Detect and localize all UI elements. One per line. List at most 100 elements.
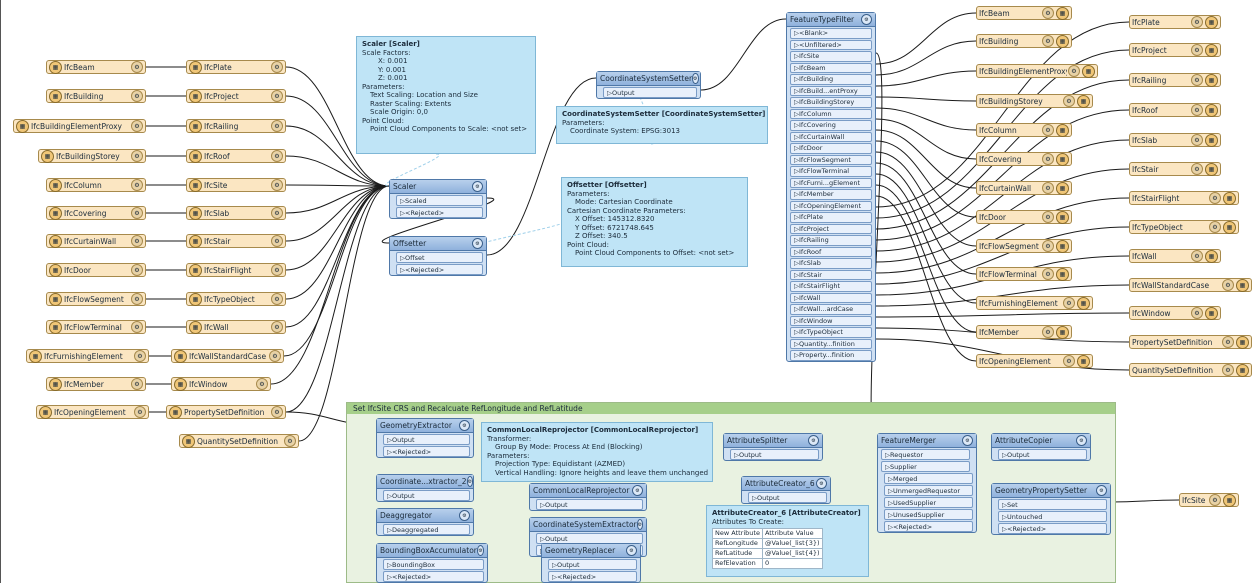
offsetter-transformer-port[interactable]: ▷ <Rejected> (396, 264, 483, 275)
gear-icon[interactable]: ⚙ (1063, 297, 1075, 309)
feature-type-filter-port[interactable]: ▷ IfcCovering (790, 120, 872, 131)
gear-icon[interactable]: ⚙ (692, 73, 699, 84)
connection[interactable] (875, 140, 977, 218)
attribute-creator-6[interactable]: AttributeCreator_6⚙▷ Output (741, 476, 831, 504)
bounding-box-accumulator[interactable]: BoundingBoxAccumulator⚙▷ BoundingBox▷ <R… (376, 543, 488, 583)
gear-icon[interactable]: ⚙ (1191, 16, 1203, 28)
feature-type-filter-port[interactable]: ▷ IfcWindow (790, 315, 872, 326)
gear-icon[interactable]: ⚙ (1191, 163, 1203, 175)
feature-type-filter-port[interactable]: ▷ Quantity...finition (790, 338, 872, 349)
reader-ifctypeobject[interactable]: ▦IfcTypeObject⚙ (186, 292, 286, 306)
feature-type-filter-port[interactable]: ▷ IfcProject (790, 223, 872, 234)
geometry-property-setter-port[interactable]: ▷ <Rejected> (998, 523, 1107, 534)
connection[interactable] (486, 77, 597, 256)
reader-ifcroof[interactable]: ▦IfcRoof⚙ (186, 149, 286, 163)
gear-icon[interactable]: ⚙ (271, 90, 283, 102)
gear-icon[interactable]: ⚙ (1042, 7, 1054, 19)
gear-icon[interactable]: ⚙ (459, 420, 470, 431)
connection[interactable] (875, 40, 977, 76)
gear-icon[interactable]: ⚙ (131, 150, 143, 162)
feature-type-filter-port[interactable]: ▷ IfcStair (790, 269, 872, 280)
gear-icon[interactable]: ⚙ (131, 235, 143, 247)
feature-type-filter-port[interactable]: ▷ IfcSite (790, 51, 872, 62)
connection[interactable] (285, 185, 390, 214)
reader-quantitysetdefinition[interactable]: ▦QuantitySetDefinition⚙ (179, 434, 299, 448)
reader-ifcwallstandardcase[interactable]: ▦IfcWallStandardCase⚙ (171, 349, 284, 363)
geometry-property-setter[interactable]: GeometryPropertySetter⚙▷ Set▷ Untouched▷… (991, 483, 1111, 535)
connection[interactable] (875, 109, 1130, 241)
reader-ifcfurnishingelement[interactable]: ▦IfcFurnishingElement⚙ (26, 349, 149, 363)
geometry-property-setter-port[interactable]: ▷ Set (998, 499, 1107, 510)
connection[interactable] (285, 185, 390, 242)
gear-icon[interactable]: ⚙ (1042, 326, 1054, 338)
reader-ifcbeam[interactable]: ▦IfcBeam⚙ (46, 60, 146, 74)
connection[interactable] (298, 185, 390, 442)
gear-icon[interactable]: ⚙ (271, 406, 283, 418)
attribute-splitter-port[interactable]: ▷ Output (730, 449, 819, 460)
feature-type-filter-port[interactable]: ▷ IfcBuild...entProxy (790, 85, 872, 96)
gear-icon[interactable]: ⚙ (1042, 35, 1054, 47)
connection[interactable] (875, 195, 977, 362)
reader-ifcbuildingstorey[interactable]: ▦IfcBuildingStorey⚙ (38, 149, 146, 163)
connection[interactable] (875, 70, 977, 87)
gear-icon[interactable]: ⚙ (271, 207, 283, 219)
writer-ifcdoor[interactable]: ▦IfcDoor⚙ (976, 210, 1072, 224)
feature-merger[interactable]: FeatureMerger⚙▷ Requestor▷ Supplier▷ Mer… (877, 433, 977, 533)
writer-ifcwall[interactable]: ▦IfcWall⚙ (1129, 249, 1221, 263)
gear-icon[interactable]: ⚙ (131, 378, 143, 390)
gear-icon[interactable]: ⚙ (131, 207, 143, 219)
gear-icon[interactable]: ⚙ (1042, 182, 1054, 194)
gear-icon[interactable]: ⚙ (472, 238, 483, 249)
feature-type-filter-port[interactable]: ▷ IfcFlowSegment (790, 154, 872, 165)
connection[interactable] (875, 151, 977, 247)
reader-ifccurtainwall[interactable]: ▦IfcCurtainWall⚙ (46, 234, 146, 248)
gear-icon[interactable]: ⚙ (472, 181, 483, 192)
scaler-transformer-port[interactable]: ▷ Scaled (396, 195, 483, 206)
gear-icon[interactable]: ⚙ (271, 293, 283, 305)
gear-icon[interactable]: ⚙ (459, 510, 470, 521)
gear-icon[interactable]: ⚙ (271, 120, 283, 132)
gear-icon[interactable]: ⚙ (1191, 250, 1203, 262)
writer-ifcfurnishingelement[interactable]: ▦IfcFurnishingElement⚙ (976, 296, 1093, 310)
gear-icon[interactable]: ⚙ (816, 478, 827, 489)
feature-type-filter-port[interactable]: ▷ IfcRailing (790, 235, 872, 246)
feature-type-filter-port[interactable]: ▷ IfcFurni...gElement (790, 177, 872, 188)
scaler-transformer-port[interactable]: ▷ <Rejected> (396, 207, 483, 218)
geometry-replacer-port[interactable]: ▷ <Rejected> (548, 571, 637, 582)
connection[interactable] (875, 12, 977, 65)
writer-ifcwindow[interactable]: ▦IfcWindow⚙ (1129, 306, 1221, 320)
feature-type-filter-port[interactable]: ▷ <Unfiltered> (790, 39, 872, 50)
feature-type-filter-port[interactable]: ▷ IfcBuilding (790, 74, 872, 85)
writer-ifcbuilding[interactable]: ▦IfcBuilding⚙ (976, 34, 1072, 48)
attribute-splitter[interactable]: AttributeSplitter⚙▷ Output (723, 433, 823, 461)
scaler-transformer[interactable]: Scaler⚙▷ Scaled▷ <Rejected> (389, 179, 487, 219)
gear-icon[interactable]: ⚙ (466, 476, 474, 487)
gear-icon[interactable]: ⚙ (134, 406, 146, 418)
connection[interactable] (875, 226, 1130, 285)
gear-icon[interactable]: ⚙ (131, 179, 143, 191)
feature-type-filter-port[interactable]: ▷ IfcColumn (790, 108, 872, 119)
connection[interactable] (875, 173, 977, 304)
gear-icon[interactable]: ⚙ (271, 61, 283, 73)
gear-icon[interactable]: ⚙ (131, 120, 143, 132)
gear-icon[interactable]: ⚙ (808, 435, 819, 446)
gear-icon[interactable]: ⚙ (131, 293, 143, 305)
connection[interactable] (285, 66, 390, 187)
offsetter-transformer-port[interactable]: ▷ Offset (396, 252, 483, 263)
writer-ifcflowsegment[interactable]: ▦IfcFlowSegment⚙ (976, 239, 1072, 253)
connection[interactable] (1110, 499, 1180, 503)
gear-icon[interactable]: ⚙ (1222, 279, 1234, 291)
feature-type-filter-port[interactable]: ▷ Property...finition (790, 350, 872, 361)
gear-icon[interactable]: ⚙ (1191, 44, 1203, 56)
reader-ifcsite[interactable]: ▦IfcSite⚙ (186, 178, 286, 192)
connection[interactable] (875, 129, 977, 189)
attribute-copier-port[interactable]: ▷ Output (998, 449, 1087, 460)
feature-merger-port[interactable]: ▷ UnusedSupplier (884, 509, 973, 520)
common-local-reprojector-port[interactable]: ▷ Output (536, 499, 643, 510)
gear-icon[interactable]: ⚙ (131, 321, 143, 333)
feature-type-filter-port[interactable]: ▷ <Blank> (790, 28, 872, 39)
geometry-extractor-port[interactable]: ▷ Output (383, 434, 470, 445)
feature-merger-inport[interactable]: ▷ Supplier (881, 461, 970, 472)
feature-type-filter-port[interactable]: ▷ IfcBeam (790, 62, 872, 73)
gear-icon[interactable]: ⚙ (269, 350, 281, 362)
